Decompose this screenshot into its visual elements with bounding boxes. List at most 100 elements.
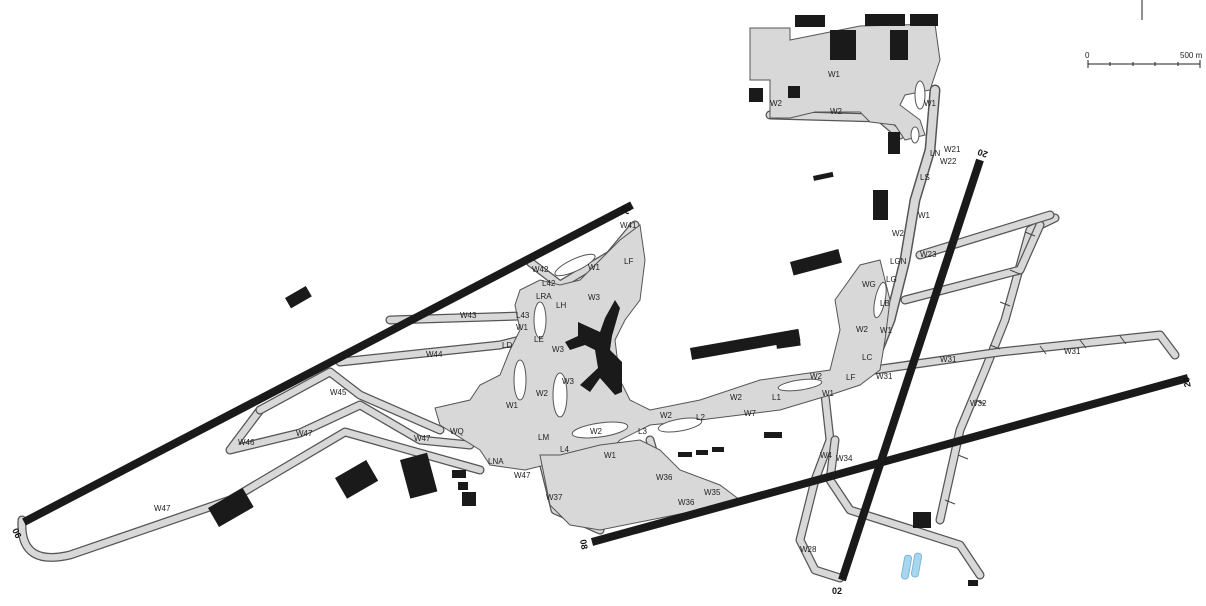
taxiway-label: LNA bbox=[488, 457, 504, 466]
taxiway-label: W2 bbox=[810, 372, 823, 381]
island-3 bbox=[513, 359, 527, 401]
scale-label-zero: 0 bbox=[1085, 51, 1090, 60]
building-strip-1 bbox=[813, 171, 834, 181]
taxiway-label: W1 bbox=[516, 323, 529, 332]
taxiway-label: W47 bbox=[514, 471, 531, 480]
taxiway-label: W7 bbox=[744, 409, 757, 418]
taxiway-label: W2 bbox=[892, 229, 905, 238]
taxiway-label: W2 bbox=[536, 389, 549, 398]
taxiway-w34-fill bbox=[826, 436, 984, 579]
runway-08-26 bbox=[590, 374, 1190, 546]
scale-label-max: 500 m bbox=[1180, 51, 1203, 60]
deicing-pad-a bbox=[900, 554, 913, 580]
deicing-pad bbox=[900, 552, 923, 580]
stop-bar bbox=[974, 399, 986, 405]
taxiway-label: LC bbox=[862, 353, 872, 362]
taxiway-label: W2 bbox=[830, 107, 843, 116]
taxiway-label: L3 bbox=[638, 427, 647, 436]
taxiway-label: L42 bbox=[542, 279, 556, 288]
building-south-1 bbox=[678, 452, 692, 457]
taxiway-label: W34 bbox=[836, 454, 853, 463]
taxiway-label: W41 bbox=[620, 221, 637, 230]
stop-bar bbox=[1079, 339, 1087, 349]
stop-bar bbox=[957, 454, 969, 460]
runway-label-24: 24 bbox=[619, 203, 633, 217]
taxiway-label: LF bbox=[624, 257, 633, 266]
taxiway-label: L1 bbox=[772, 393, 781, 402]
island-10 bbox=[910, 126, 920, 144]
building-southwest-5 bbox=[458, 482, 468, 490]
taxiway-label: W1 bbox=[918, 211, 931, 220]
taxiway-label: W35 bbox=[704, 488, 721, 497]
taxiway-label: W23 bbox=[920, 250, 937, 259]
taxiway-label: W2 bbox=[590, 427, 603, 436]
taxiway-label: W32 bbox=[970, 399, 987, 408]
apron-south-cargo bbox=[539, 439, 742, 531]
taxiway-label: W31 bbox=[876, 372, 893, 381]
stop-bar bbox=[1119, 335, 1127, 345]
taxiway-label: W22 bbox=[940, 157, 957, 166]
taxiway-label: LF bbox=[846, 373, 855, 382]
taxiway-east-crossing-b-fill bbox=[916, 211, 1054, 259]
taxiway-label: LG bbox=[886, 275, 897, 284]
stop-bar bbox=[1009, 269, 1021, 275]
taxiway-w4-fill bbox=[796, 391, 844, 582]
taxiway-label: LD bbox=[502, 341, 512, 350]
runway-label-20: 20 bbox=[976, 147, 989, 160]
taxiway-label: LGN bbox=[890, 257, 907, 266]
runway-02-20 bbox=[838, 158, 984, 582]
building-tower-block bbox=[873, 190, 888, 220]
taxiway-label: W46 bbox=[238, 438, 255, 447]
building-southwest-4 bbox=[452, 470, 466, 478]
taxiway-label: W44 bbox=[426, 350, 443, 359]
building-north-1 bbox=[795, 15, 825, 27]
taxiway-label: W37 bbox=[546, 493, 563, 502]
building-southwest-2 bbox=[335, 460, 379, 499]
stop-bar bbox=[989, 344, 1001, 350]
taxiway-label: W31 bbox=[940, 355, 957, 364]
runway-label-02: 02 bbox=[832, 586, 842, 596]
building-west-1 bbox=[285, 286, 312, 309]
stop-bar-markers bbox=[944, 231, 1127, 505]
building-north-2 bbox=[865, 14, 905, 26]
island-1 bbox=[554, 253, 596, 277]
building-southwest-6 bbox=[462, 492, 476, 506]
taxiway-label: W1 bbox=[506, 401, 519, 410]
island-6 bbox=[657, 417, 703, 433]
taxiway-label: W2 bbox=[730, 393, 743, 402]
building-terminal-east bbox=[775, 331, 801, 349]
taxiway-label: W45 bbox=[330, 388, 347, 397]
runways bbox=[22, 158, 1190, 582]
taxiway-label: W36 bbox=[678, 498, 695, 507]
building-north-hangar-a bbox=[830, 30, 856, 60]
taxiway-label: W3 bbox=[588, 293, 601, 302]
taxiway-label: LRA bbox=[536, 292, 552, 301]
building-north-6 bbox=[888, 132, 900, 154]
apron-islands bbox=[513, 80, 926, 439]
taxiway-w32 bbox=[935, 213, 1060, 525]
taxiway-label: W3 bbox=[552, 345, 565, 354]
building-north-4 bbox=[749, 88, 763, 102]
building-south-4 bbox=[764, 432, 782, 438]
taxiway-label: W2 bbox=[770, 99, 783, 108]
building-southeast-2 bbox=[968, 580, 978, 586]
taxiway-label: W4 bbox=[820, 451, 833, 460]
taxiway-label: W1 bbox=[604, 451, 617, 460]
terminal-pier-main bbox=[565, 300, 622, 395]
taxiway-label: LE bbox=[534, 335, 544, 344]
taxiway-label: LN bbox=[930, 149, 940, 158]
taxiway-label: W28 bbox=[800, 545, 817, 554]
runway-label-06: 06 bbox=[10, 527, 23, 540]
taxiway-w45-fill bbox=[256, 368, 444, 434]
stop-bar bbox=[1024, 231, 1036, 237]
building-southwest-3 bbox=[400, 452, 438, 499]
taxiway-w31-fill bbox=[856, 331, 1179, 376]
taxiway-label: W31 bbox=[1064, 347, 1081, 356]
taxiway-w46-fill bbox=[226, 401, 474, 454]
taxiway-label: W43 bbox=[460, 311, 477, 320]
taxiway-label: W42 bbox=[532, 265, 549, 274]
taxiway-label: W47 bbox=[414, 434, 431, 443]
taxiway-label: L4 bbox=[560, 445, 569, 454]
taxiway-label: W47 bbox=[154, 504, 171, 513]
